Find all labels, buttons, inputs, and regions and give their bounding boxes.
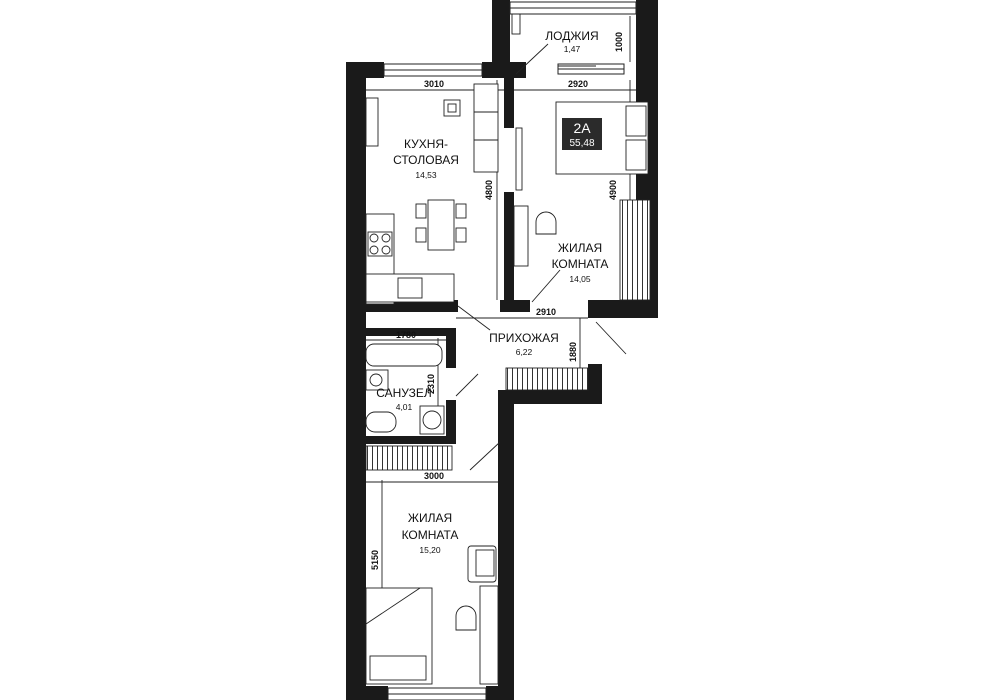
bedroom1-area: 14,05: [569, 274, 591, 284]
bedroom2-name-line1: ЖИЛАЯ: [408, 511, 452, 525]
loggia-name: ЛОДЖИЯ: [545, 29, 598, 43]
toilet-icon: [365, 411, 397, 433]
door-kitchen: [457, 305, 491, 331]
kitchen-furniture: [365, 83, 499, 305]
wall-partition-kitchen-bedroom: [504, 78, 514, 128]
bathroom-area: 4,01: [396, 402, 413, 412]
loggia-area: 1,47: [564, 44, 581, 54]
dining-table: [427, 199, 455, 251]
wall-hall-bottom-right: [498, 390, 602, 404]
windows: [383, 1, 637, 700]
wall-bedroom2-bottom-left: [346, 686, 388, 700]
hallway-area: 6,22: [516, 347, 533, 357]
dim-loggia-depth: 1000: [614, 32, 624, 52]
wall-bath-bottom: [346, 436, 456, 444]
badge-background: [562, 118, 602, 150]
wall-bedroom2-bottom-right: [486, 686, 514, 700]
hallway-wardrobe: [505, 367, 589, 391]
kitchen-name-line1: КУХНЯ-: [404, 137, 448, 151]
wall-loggia-left: [492, 0, 510, 78]
door-loggia: [515, 43, 549, 75]
kitchen-area: 14,53: [415, 170, 437, 180]
wall-kitchen-top-left: [346, 62, 384, 78]
bedroom2-name-line2: КОМНАТА: [402, 528, 459, 542]
kitchen-name-line2: СТОЛОВАЯ: [393, 153, 459, 167]
bathtub-icon: [365, 343, 443, 367]
hallway-furniture: [505, 367, 589, 391]
dimension-labels: 1000 3010 4800 2920 4900 2910 1880 1780 …: [370, 32, 624, 570]
kitchen-cabinet-top: [365, 97, 379, 147]
door-bathroom: [455, 373, 479, 397]
dim-bath-width: 1780: [396, 330, 416, 340]
bath-shelf: [365, 445, 453, 471]
bedroom1-name-line2: КОМНАТА: [552, 257, 609, 271]
sink-icon: [397, 277, 423, 299]
wall-bedroom1-top: [510, 62, 526, 78]
dim-hall-width: 2910: [536, 307, 556, 317]
bedroom2-furniture: [365, 545, 499, 685]
badge-total-area: 55,48: [569, 138, 594, 149]
wall-bedroom1-bottom-right: [588, 300, 658, 318]
wall-bath-right: [446, 328, 456, 368]
dim-bedroom1-width: 2920: [568, 79, 588, 89]
bathroom-name: САНУЗЕЛ: [376, 386, 432, 400]
wall-bath-right-lower: [446, 400, 456, 440]
room-labels: ЛОДЖИЯ 1,47 КУХНЯ- СТОЛОВАЯ 14,53 ЖИЛАЯ …: [376, 29, 608, 555]
badge-apartment-type: 2А: [573, 120, 591, 136]
chair-icon: [415, 227, 427, 243]
bedroom1-name-line1: ЖИЛАЯ: [558, 241, 602, 255]
door-bedroom2: [469, 441, 501, 471]
chair-icon: [455, 605, 477, 631]
desk: [513, 205, 529, 267]
wall-bath-top: [346, 328, 456, 336]
bathroom-fixtures: [365, 343, 453, 471]
hallway-name: ПРИХОЖАЯ: [489, 331, 559, 345]
chair-icon: [415, 203, 427, 219]
wall-partition-lower: [504, 192, 514, 304]
dim-kitchen-length: 4800: [484, 180, 494, 200]
desk: [479, 585, 499, 685]
bedroom2-area: 15,20: [419, 545, 441, 555]
dim-bedroom2-length: 5150: [370, 550, 380, 570]
dim-bedroom1-length: 4900: [608, 180, 618, 200]
dim-kitchen-width: 3010: [424, 79, 444, 89]
chair-icon: [535, 211, 557, 235]
chair-icon: [455, 227, 467, 243]
dim-bedroom2-width: 3000: [424, 471, 444, 481]
dim-bath-length: 2310: [426, 374, 436, 394]
loggia-details: [511, 13, 521, 35]
wardrobe: [619, 199, 651, 301]
dim-hall-length: 1880: [568, 342, 578, 362]
wall-bedroom1-bottom-left: [500, 300, 530, 312]
door-entrance: [595, 321, 627, 355]
kitchen-sofa: [473, 83, 499, 173]
chair-icon: [455, 203, 467, 219]
bedroom1-furniture: [513, 101, 651, 301]
wall-left-exterior: [346, 62, 366, 700]
apartment-badge: 2А 55,48: [562, 118, 602, 150]
door-bedroom1: [531, 269, 561, 303]
wall-bedroom2-right: [498, 390, 514, 700]
